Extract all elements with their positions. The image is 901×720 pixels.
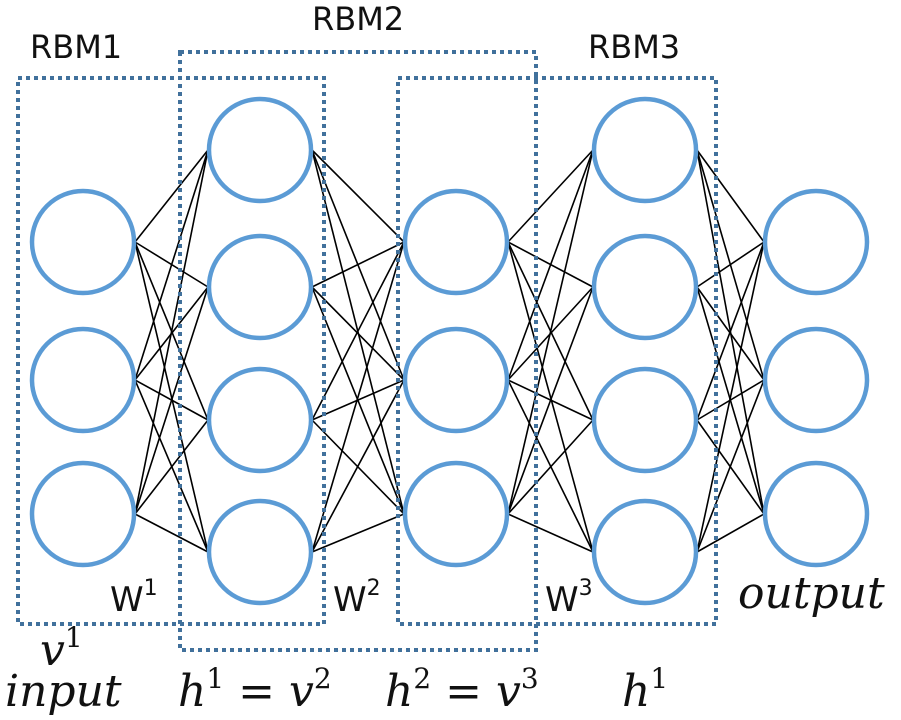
w1-sup: 1 bbox=[144, 576, 158, 601]
v3-base: v bbox=[496, 666, 521, 717]
edge-hidden-2-3-to-hidden-3-3 bbox=[507, 419, 594, 515]
edge-hidden-1-3-to-hidden-2-1 bbox=[311, 241, 405, 421]
node-hidden-1-2 bbox=[206, 233, 314, 341]
eq-sign-2: = bbox=[431, 666, 496, 717]
edge-hidden-2-1-to-hidden-3-1 bbox=[507, 149, 594, 243]
node-hidden-1-4 bbox=[206, 498, 314, 606]
w2-label: W2 bbox=[333, 576, 381, 620]
rbm3-label: RBM3 bbox=[588, 28, 680, 66]
v2-base: v bbox=[289, 666, 314, 717]
node-hidden-2-2 bbox=[402, 326, 510, 434]
w3-label: W3 bbox=[545, 576, 593, 620]
node-hidden-1-1 bbox=[206, 96, 314, 204]
edge-input-1-to-hidden-1-4 bbox=[134, 241, 209, 553]
edge-input-1-to-hidden-1-1 bbox=[134, 149, 209, 243]
edge-hidden-2-3-to-hidden-3-4 bbox=[507, 513, 594, 553]
edge-hidden-1-4-to-hidden-2-2 bbox=[311, 379, 405, 553]
node-hidden-3-4 bbox=[591, 498, 699, 606]
edge-hidden-2-2-to-hidden-3-1 bbox=[507, 149, 594, 381]
edge-input-2-to-hidden-1-1 bbox=[134, 149, 209, 381]
neuron-nodes bbox=[29, 96, 870, 606]
node-hidden-3-3 bbox=[591, 366, 699, 474]
v1-base: v bbox=[40, 625, 65, 676]
node-input-3 bbox=[29, 460, 137, 568]
w3-base: W bbox=[545, 580, 579, 620]
w2-sup: 2 bbox=[367, 576, 381, 601]
v3-sup: 3 bbox=[521, 662, 539, 695]
w2-base: W bbox=[333, 580, 367, 620]
edge-hidden-3-2-to-output-2 bbox=[696, 286, 765, 381]
node-input-1 bbox=[29, 188, 137, 296]
h1-top-sup: 1 bbox=[650, 662, 668, 695]
edge-hidden-3-4-to-output-1 bbox=[696, 241, 765, 553]
connection-edges bbox=[134, 149, 765, 553]
output-label: output bbox=[738, 568, 885, 619]
edge-input-3-to-hidden-1-3 bbox=[134, 419, 209, 515]
edge-hidden-2-3-to-hidden-3-1 bbox=[507, 149, 594, 515]
rbm1-box bbox=[16, 76, 326, 626]
node-hidden-3-1 bbox=[591, 96, 699, 204]
h1-sup: 1 bbox=[206, 662, 224, 695]
h2-eq-v3-label: h2 = v3 bbox=[385, 662, 539, 717]
edge-input-3-to-hidden-1-4 bbox=[134, 513, 209, 553]
v1-sup: 1 bbox=[65, 621, 83, 654]
edge-hidden-1-2-to-hidden-2-1 bbox=[311, 241, 405, 288]
edge-hidden-1-1-to-hidden-2-1 bbox=[311, 149, 405, 243]
rbm2-box bbox=[178, 50, 538, 652]
v1-label: v1 bbox=[40, 621, 83, 676]
rbm1-label: RBM1 bbox=[30, 28, 122, 66]
edge-input-3-to-hidden-1-2 bbox=[134, 286, 209, 515]
edge-hidden-3-4-to-output-3 bbox=[696, 513, 765, 553]
w1-base: W bbox=[110, 580, 144, 620]
v2-sup: 2 bbox=[314, 662, 332, 695]
h1-base: h bbox=[178, 666, 206, 717]
node-input-2 bbox=[29, 326, 137, 434]
edge-hidden-3-3-to-output-1 bbox=[696, 241, 765, 421]
node-output-1 bbox=[762, 188, 870, 296]
node-output-3 bbox=[762, 460, 870, 568]
h2-base: h bbox=[385, 666, 413, 717]
node-output-2 bbox=[762, 326, 870, 434]
w1-label: W1 bbox=[110, 576, 158, 620]
input-label: input bbox=[5, 666, 122, 717]
edge-hidden-2-1-to-hidden-3-4 bbox=[507, 241, 594, 553]
h1-top-label: h1 bbox=[622, 662, 668, 717]
h1-eq-v2-label: h1 = v2 bbox=[178, 662, 332, 717]
edge-hidden-1-3-to-hidden-2-2 bbox=[311, 379, 405, 421]
node-hidden-1-3 bbox=[206, 366, 314, 474]
edge-input-3-to-hidden-1-1 bbox=[134, 149, 209, 515]
edge-hidden-1-4-to-hidden-2-1 bbox=[311, 241, 405, 553]
edge-hidden-3-4-to-output-2 bbox=[696, 379, 765, 553]
edge-hidden-3-1-to-output-1 bbox=[696, 149, 765, 243]
node-hidden-2-3 bbox=[402, 460, 510, 568]
w3-sup: 3 bbox=[579, 576, 593, 601]
h1-top-base: h bbox=[622, 666, 650, 717]
rbm2-label: RBM2 bbox=[312, 0, 404, 38]
node-hidden-3-2 bbox=[591, 233, 699, 341]
edge-hidden-2-3-to-hidden-3-2 bbox=[507, 286, 594, 515]
node-hidden-2-1 bbox=[402, 188, 510, 296]
edge-hidden-1-4-to-hidden-2-3 bbox=[311, 513, 405, 553]
edge-hidden-3-2-to-output-1 bbox=[696, 241, 765, 288]
edge-hidden-1-2-to-hidden-2-2 bbox=[311, 286, 405, 381]
h2-sup: 2 bbox=[413, 662, 431, 695]
rbm-boxes bbox=[16, 50, 718, 652]
eq-sign-1: = bbox=[224, 666, 289, 717]
